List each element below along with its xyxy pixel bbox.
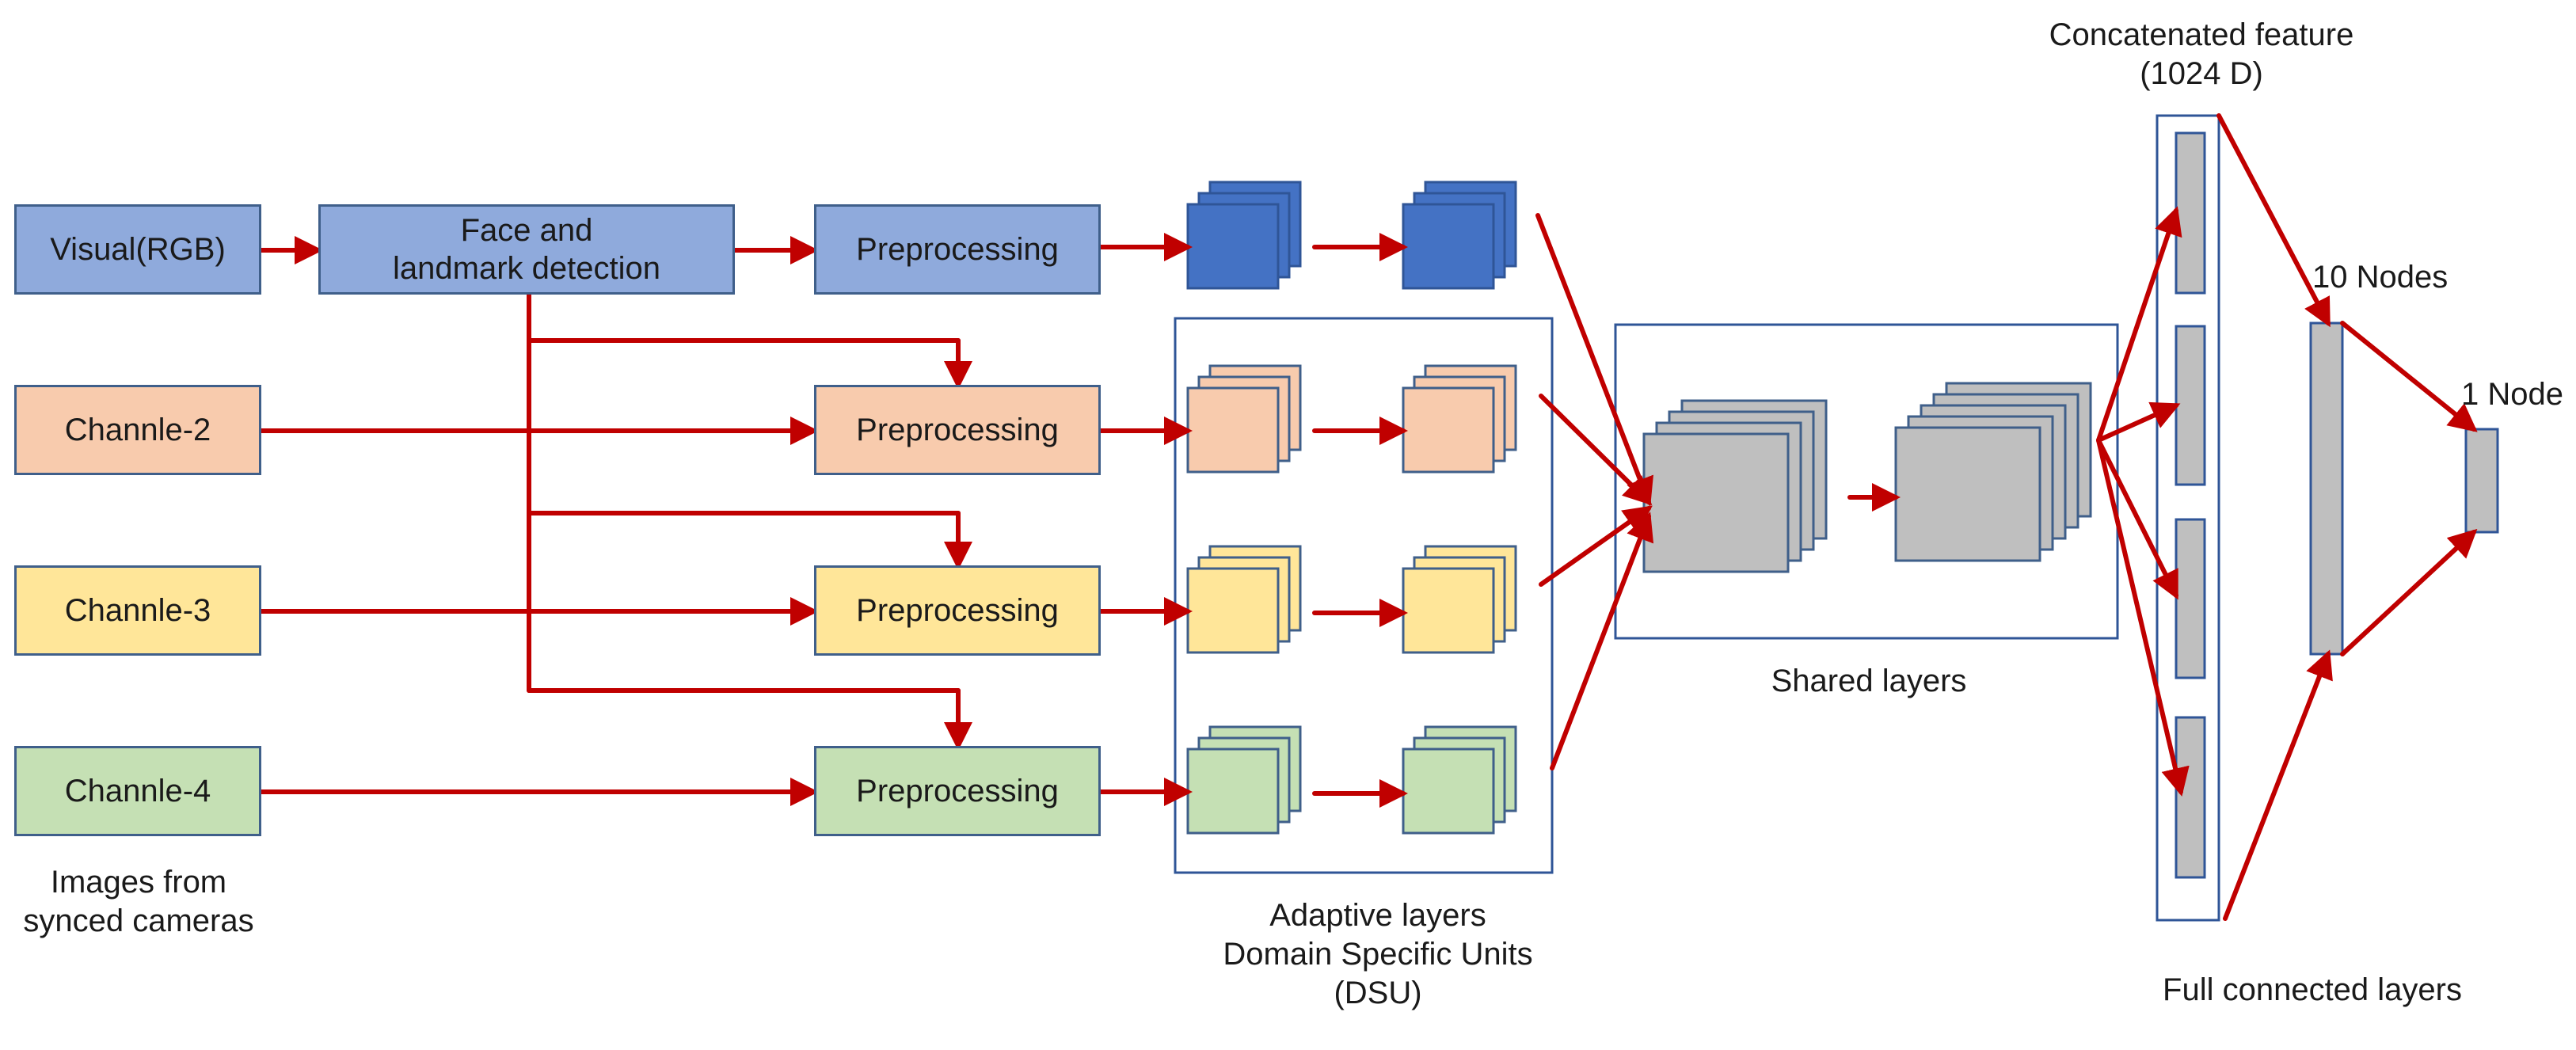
input-channel-3: Channle-3	[14, 565, 261, 656]
preprocessing-channel-2: Preprocessing	[814, 385, 1101, 475]
arrow-channel4-to-shared	[1550, 512, 1654, 770]
feature-stack-b-channel-3-layer	[1402, 567, 1495, 654]
one-node-bar	[2464, 428, 2499, 534]
preprocessing-channel-3: Preprocessing	[814, 565, 1101, 656]
feature-stack-a-channel-2-layer	[1186, 386, 1280, 474]
arrow-ten-nodes-bottom-to-one-node	[2340, 528, 2478, 656]
adaptive-caption-line3: (DSU)	[1334, 975, 1422, 1010]
inputs-caption-line1: Images from	[50, 865, 227, 900]
concatenated-feature-frame	[2156, 114, 2220, 922]
concat-bar-3	[2175, 518, 2206, 679]
one-node-label: 1 Node	[2461, 377, 2563, 412]
face-landmark-detection-box: Face and landmark detection	[318, 204, 735, 295]
input-channel-4: Channle-4	[14, 746, 261, 836]
input-channel-2: Channle-2	[14, 385, 261, 475]
feature-stack-a-channel-3	[1186, 545, 1302, 654]
arrow-shared-to-concat-bar-2	[2096, 401, 2181, 443]
arrow-shared-to-concat-bar-3	[2096, 438, 2178, 600]
shared-stack-b-layer	[1894, 426, 2041, 562]
arrow-shared-to-concat-bar-4	[2096, 438, 2190, 797]
arrow-channel3-to-shared	[1539, 505, 1653, 587]
feature-stack-b-channel-4-layer	[1402, 748, 1495, 835]
feature-stack-a-channel-3-layer	[1186, 567, 1280, 654]
concat-bar-2	[2175, 325, 2206, 486]
inputs-caption-line2: synced cameras	[23, 903, 254, 938]
arrow-ten-nodes-top-to-one-node	[2340, 321, 2478, 432]
shared-stack-a-layer	[1642, 432, 1790, 573]
arrow-concat-top-to-ten-nodes	[2216, 113, 2331, 328]
concat-caption-line2: (1024 D)	[2140, 55, 2263, 91]
feature-stack-b-channel-2-layer	[1402, 386, 1495, 474]
feature-stack-a-channel-4-layer	[1186, 748, 1280, 835]
concat-caption-line1: Concatenated feature	[2049, 17, 2354, 52]
shared-stack-a	[1642, 399, 1828, 573]
adaptive-layers-frame	[1174, 317, 1554, 874]
arrow-concat-bottom-to-ten-nodes	[2223, 649, 2333, 921]
feature-stack-a-channel-2	[1186, 364, 1302, 474]
shared-stack-b	[1894, 382, 2092, 562]
arrow-visual-to-shared	[1535, 213, 1653, 507]
feature-stack-b-visual-layer	[1402, 203, 1495, 290]
feature-stack-b-visual	[1402, 181, 1517, 290]
ten-nodes-label: 10 Nodes	[2312, 260, 2449, 295]
detection-line1: Face and	[460, 213, 593, 248]
feature-stack-b-channel-3	[1402, 545, 1517, 654]
feature-stack-a-channel-4	[1186, 725, 1302, 835]
feature-stack-a-visual-layer	[1186, 203, 1280, 290]
input-visual-rgb: Visual(RGB)	[14, 204, 261, 295]
feature-stack-b-channel-2	[1402, 364, 1517, 474]
arrow-shared-to-concat-bar-1	[2096, 206, 2182, 443]
detection-line2: landmark detection	[393, 251, 660, 286]
full-connected-layers-caption: Full connected layers	[2163, 972, 2462, 1007]
concat-bar-1	[2175, 131, 2206, 295]
feature-stack-b-channel-4	[1402, 725, 1517, 835]
adaptive-layers-caption: Adaptive layers Domain Specific Units (D…	[1164, 896, 1592, 1012]
inputs-caption: Images from synced cameras	[16, 863, 261, 941]
preprocessing-visual: Preprocessing	[814, 204, 1101, 295]
adaptive-caption-line2: Domain Specific Units	[1223, 936, 1533, 972]
adaptive-caption-line1: Adaptive layers	[1269, 898, 1486, 933]
arrow-channel2-to-shared	[1539, 394, 1653, 506]
preprocessing-channel-4: Preprocessing	[814, 746, 1101, 836]
ten-nodes-bar	[2309, 321, 2344, 656]
concat-bar-4	[2175, 716, 2206, 879]
shared-layers-caption: Shared layers	[1771, 664, 1967, 698]
concatenated-feature-caption: Concatenated feature (1024 D)	[1980, 16, 2423, 93]
feature-stack-a-visual	[1186, 181, 1302, 290]
